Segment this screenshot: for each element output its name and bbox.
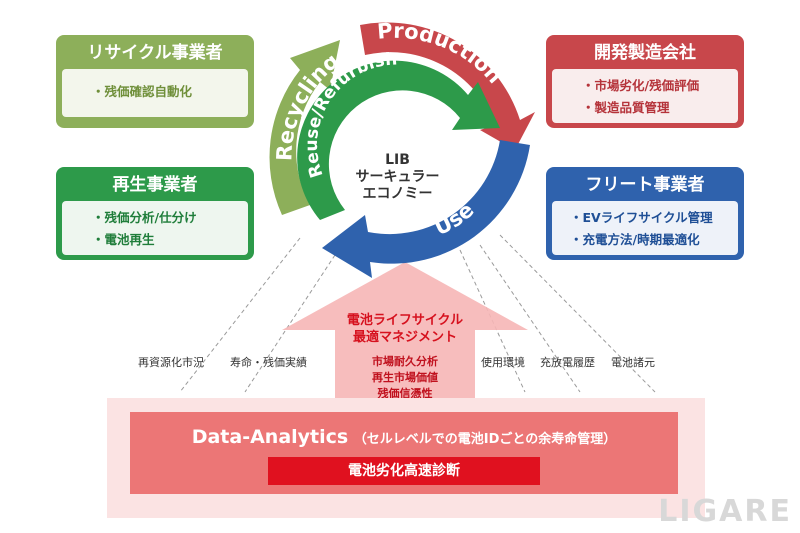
data-flow-label: 寿命・残価実績 xyxy=(230,356,307,369)
analytics-heading: Data-Analytics （セルレベルでの電池IDごとの余寿命管理） xyxy=(130,426,678,448)
center-line-3: エコノミー xyxy=(362,186,433,202)
fleet-title: フリート事業者 xyxy=(585,175,705,195)
fleet-item: ・EVライフサイクル管理 xyxy=(570,210,713,225)
data-flow-label: 再資源化市況 xyxy=(138,356,204,369)
data-flow-label: 使用環境 xyxy=(481,356,525,369)
ligare-logo: LIGARE xyxy=(658,494,792,529)
data-flow-label: 電池諸元 xyxy=(611,356,655,369)
lifecycle-item: 残価信憑性 xyxy=(377,387,433,400)
manufacturer-box: 開発製造会社 ・市場劣化/残価評価 ・製造品質管理 xyxy=(546,35,744,128)
lifecycle-management-title: 電池ライフサイクル 最適マネジメント xyxy=(300,312,510,346)
lifecycle-title-line: 最適マネジメント xyxy=(352,330,457,345)
fast-diagnosis-label: 電池劣化高速診断 xyxy=(268,457,540,485)
use-arrow xyxy=(322,140,530,278)
manufacturer-item: ・市場劣化/残価評価 xyxy=(582,78,700,93)
manufacturer-title: 開発製造会社 xyxy=(594,43,696,63)
recycler-box: リサイクル事業者 ・残価確認自動化 xyxy=(56,35,254,128)
lifecycle-item: 市場耐久分析 xyxy=(372,355,438,368)
recycler-title: リサイクル事業者 xyxy=(87,43,223,63)
fleet-box: フリート事業者 ・EVライフサイクル管理 ・充電方法/時期最適化 xyxy=(546,167,744,260)
regenerator-title: 再生事業者 xyxy=(112,175,198,195)
up-arrow xyxy=(282,262,528,408)
manufacturer-item: ・製造品質管理 xyxy=(582,100,670,115)
regenerator-item: ・電池再生 xyxy=(92,232,155,247)
data-flow-label: 充放電履歴 xyxy=(540,356,595,369)
lifecycle-title-line: 電池ライフサイクル xyxy=(346,313,464,328)
lifecycle-items: 市場耐久分析 再生市場価値 残価信憑性 xyxy=(300,354,510,402)
reuse-arrow xyxy=(297,60,500,221)
center-line-2: サーキュラー xyxy=(355,169,440,185)
recycler-item: ・残価確認自動化 xyxy=(92,84,193,99)
center-label: LIB サーキュラー エコノミー xyxy=(340,152,455,203)
production-arrow xyxy=(360,22,535,150)
analytics-subtitle: （セルレベルでの電池IDごとの余寿命管理） xyxy=(353,432,617,447)
fleet-item: ・充電方法/時期最適化 xyxy=(570,232,700,247)
regenerator-item: ・残価分析/仕分け xyxy=(92,210,197,225)
recycling-arrow xyxy=(269,40,340,215)
center-line-1: LIB xyxy=(385,152,410,168)
regenerator-box: 再生事業者 ・残価分析/仕分け ・電池再生 xyxy=(56,167,254,260)
lifecycle-item: 再生市場価値 xyxy=(372,371,438,384)
analytics-title: Data-Analytics xyxy=(191,426,349,448)
